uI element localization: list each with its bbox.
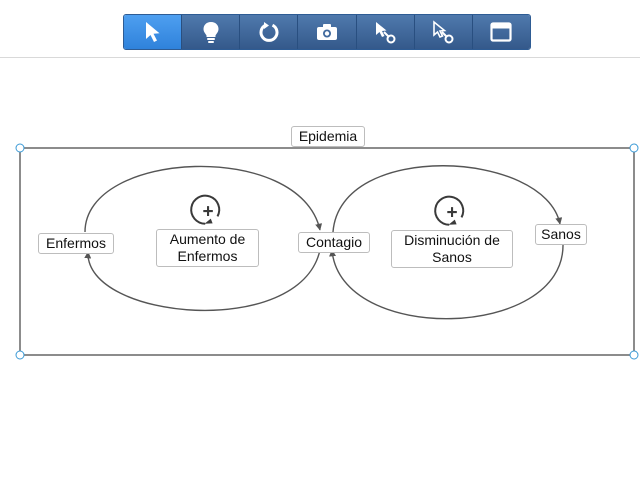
idea-tool-button[interactable] [181, 15, 240, 49]
link-arrow-icon [376, 22, 396, 44]
loop-tool-button[interactable] [239, 15, 298, 49]
link-outline-tool-button[interactable] [413, 15, 472, 49]
loop-icon [259, 22, 279, 42]
node-sanos[interactable]: Sanos [535, 224, 587, 245]
window-icon [490, 22, 513, 42]
select-arrow-icon [145, 22, 160, 42]
group-label[interactable]: Epidemia [291, 126, 365, 147]
resize-handle[interactable] [15, 350, 25, 360]
link-contagio-to-sanos[interactable] [332, 165, 563, 233]
toolbar [123, 14, 531, 50]
node-contagio[interactable]: Contagio [298, 232, 370, 253]
group-frame[interactable] [19, 147, 635, 356]
link-sanos-to-contagio[interactable] [329, 243, 564, 320]
camera-icon [316, 24, 337, 40]
resize-handle[interactable] [629, 143, 639, 153]
node-aumento-de-enfermos[interactable]: Aumento de Enfermos [156, 229, 259, 267]
link-tool-button[interactable] [355, 15, 414, 49]
loop-reinforcing-icon: + [190, 194, 221, 225]
snapshot-tool-button[interactable] [297, 15, 356, 49]
select-tool-button[interactable] [124, 15, 182, 49]
loop-reinforcing-icon: + [434, 195, 465, 226]
node-enfermos[interactable]: Enfermos [38, 233, 114, 254]
link-arrow-outline-icon [433, 20, 454, 44]
node-disminucion-de-sanos[interactable]: Disminución de Sanos [391, 230, 513, 268]
toolbar-divider [0, 57, 640, 58]
resize-handle[interactable] [15, 143, 25, 153]
resize-handle[interactable] [629, 350, 639, 360]
link-contagio-to-enfermos[interactable] [84, 249, 321, 312]
lightbulb-icon [203, 22, 219, 43]
loop-polarity-label: + [202, 202, 213, 223]
frame-tool-button[interactable] [471, 15, 530, 49]
loop-polarity-label: + [446, 203, 457, 224]
link-enfermos-to-contagio[interactable] [84, 165, 323, 233]
